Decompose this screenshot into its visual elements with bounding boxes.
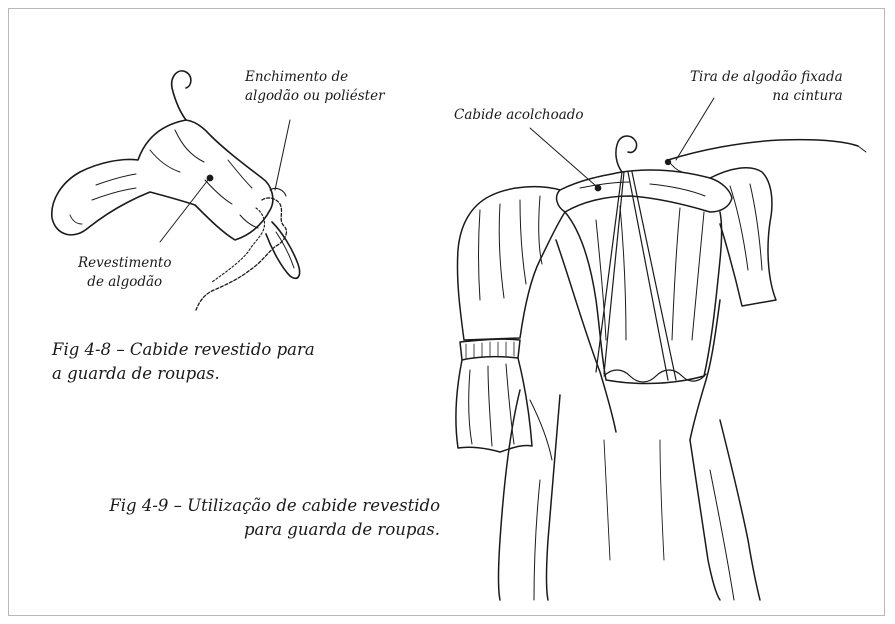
label-padded-hanger: Cabide acolchoado	[454, 106, 584, 125]
label-filling: Enchimento de algodão ou poliéster	[245, 68, 385, 106]
garment-on-hanger-illustration	[456, 98, 866, 600]
label-cotton-strip: Tira de algodão fixada na cintura	[690, 68, 843, 106]
caption-fig-4-8: Fig 4-8 – Cabide revestido para a guarda…	[52, 338, 315, 386]
label-lining: Revestimento de algodão	[78, 254, 171, 292]
caption-fig-4-9: Fig 4-9 – Utilização de cabide revestido…	[90, 494, 440, 542]
